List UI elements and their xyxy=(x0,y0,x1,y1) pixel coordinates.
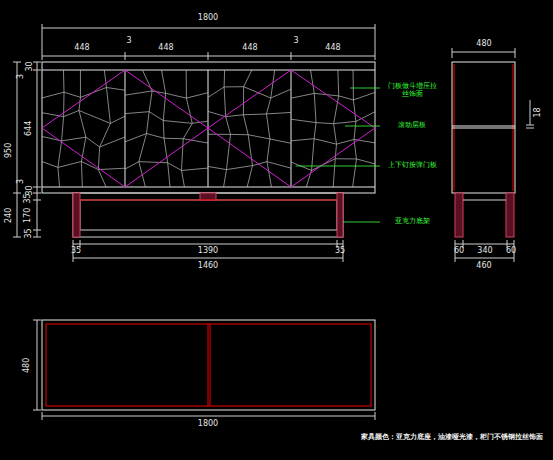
dimension-text: 3 xyxy=(18,73,27,78)
base-frame xyxy=(73,193,343,237)
dimension-text: 340 xyxy=(477,247,492,256)
dimension-text: 18 xyxy=(534,107,543,117)
dimension-text: 3 xyxy=(126,37,131,46)
dimension-text: 60 xyxy=(506,247,516,256)
dimension-text: 460 xyxy=(476,262,491,271)
material-note: 家具颜色：亚克力底座，油漆哑光漆，柜门不锈钢拉丝饰面 xyxy=(361,434,543,442)
dimension-text: 170 xyxy=(25,207,34,222)
plan-view xyxy=(42,320,375,410)
dimension-text: 60 xyxy=(454,247,464,256)
dimension-lines xyxy=(13,24,534,420)
dimension-text: 35 xyxy=(71,247,81,256)
dimension-text: 3 xyxy=(18,178,27,183)
callout-label: 上下钉按弹门板 xyxy=(386,162,438,170)
dimension-text: 3 xyxy=(293,37,298,46)
door-pattern xyxy=(42,70,375,187)
dimension-text: 1390 xyxy=(198,247,218,256)
dimension-text: 480 xyxy=(476,40,491,49)
dimension-text: 30 xyxy=(26,61,35,71)
dimension-text: 448 xyxy=(325,44,340,53)
dimension-text: 35 xyxy=(335,247,345,256)
dimension-text: 1460 xyxy=(198,262,218,271)
dimension-text: 1800 xyxy=(198,14,218,23)
dimension-text: 35 xyxy=(24,193,33,203)
callout-label: 亚克力底架 xyxy=(386,218,438,226)
callout-label: 门板做斗增压拉丝饰面 xyxy=(386,83,438,98)
dimension-text: 448 xyxy=(74,44,89,53)
dimension-text: 35 xyxy=(25,228,34,238)
dimension-text: 480 xyxy=(24,357,33,372)
door-texture xyxy=(42,70,375,187)
dimension-text: 950 xyxy=(6,142,15,157)
dimension-text: 644 xyxy=(26,120,35,135)
callout-label: 滚动层板 xyxy=(386,122,438,130)
side-view xyxy=(452,62,515,237)
dimension-text: 448 xyxy=(242,44,257,53)
cabinet-front xyxy=(42,62,375,193)
dimension-text: 448 xyxy=(158,44,173,53)
dimension-text: 240 xyxy=(6,207,15,222)
leader-lines xyxy=(296,88,380,222)
dimension-text: 1800 xyxy=(198,420,218,429)
